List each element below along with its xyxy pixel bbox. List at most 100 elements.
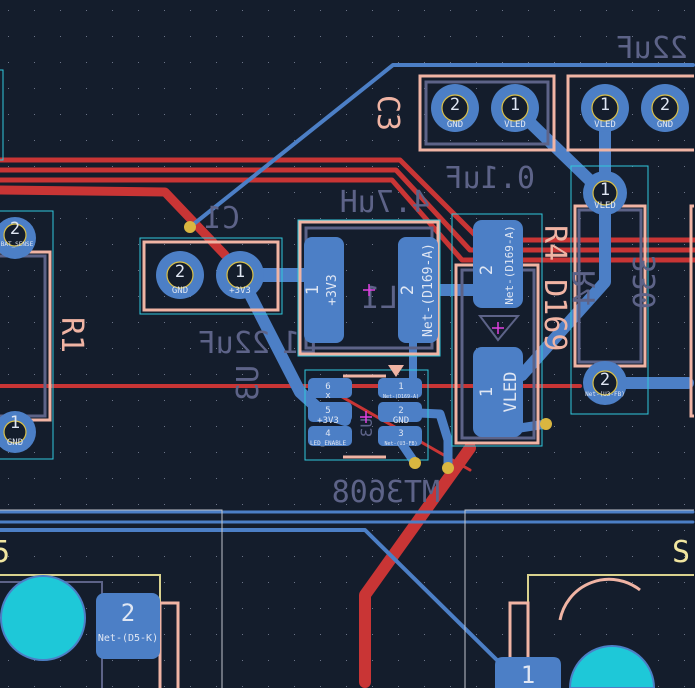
grid-dot: [294, 140, 295, 141]
pad[interactable]: [378, 402, 422, 422]
grid-dot: [294, 62, 295, 63]
grid-dot: [606, 478, 607, 479]
grid-dot: [580, 608, 581, 609]
pad-net: +3V3: [325, 274, 340, 305]
grid-dot: [398, 582, 399, 583]
footprint-s[interactable]: 1 S: [464, 509, 694, 688]
grid-dot: [216, 426, 217, 427]
grid-dot: [8, 686, 9, 687]
grid-dot: [268, 374, 269, 375]
capacitor-22uf[interactable]: 1 VLED 2 GND 22uF: [566, 31, 694, 152]
diode-d169[interactable]: 2 Net-(D169-A) 1 VLED R4 D169: [451, 213, 572, 447]
grid-dot: [216, 608, 217, 609]
grid-dot: [268, 244, 269, 245]
grid-dot: [684, 270, 685, 271]
grid-dot: [86, 244, 87, 245]
grid-dot: [372, 452, 373, 453]
courtyard: [0, 69, 4, 161]
grid-dot: [190, 192, 191, 193]
ref-designator: C3: [370, 95, 405, 131]
pad-number: 4: [325, 429, 330, 439]
diode-symbol: [478, 315, 521, 342]
pad[interactable]: [308, 378, 352, 398]
grid-dot: [424, 192, 425, 193]
grid-dot: [632, 504, 633, 505]
grid-dot: [346, 114, 347, 115]
grid-dot: [8, 660, 9, 661]
grid-dot: [450, 556, 451, 557]
grid-dot: [294, 88, 295, 89]
grid-dot: [320, 218, 321, 219]
trace: [0, 528, 507, 670]
trace: [188, 63, 695, 229]
grid-dot: [684, 10, 685, 11]
resistor-r4[interactable]: 1 VLED 2 Net-(U3-FB) R4 330: [568, 165, 694, 418]
grid-dot: [554, 348, 555, 349]
grid-dot: [554, 244, 555, 245]
grid-dot: [138, 686, 139, 687]
grid-dot: [684, 400, 685, 401]
grid-dot: [112, 374, 113, 375]
drill-hole: [651, 94, 679, 122]
grid-dot: [580, 530, 581, 531]
inductor-l1[interactable]: 1 +3V3 2 Net-(D169-A) L1 4.7uH: [297, 185, 441, 357]
grid-dot: [372, 608, 373, 609]
footprint-d5[interactable]: 2 Net-(D5-K) 5: [0, 509, 223, 688]
grid-dot: [190, 140, 191, 141]
grid-dot: [658, 296, 659, 297]
pad[interactable]: [378, 378, 422, 398]
grid-dot: [112, 62, 113, 63]
grid-dot: [60, 686, 61, 687]
pad-number: 2: [600, 370, 610, 390]
pad: [304, 237, 344, 343]
grid-dot: [580, 452, 581, 453]
grid-dot: [398, 504, 399, 505]
grid-dot: [60, 660, 61, 661]
pad[interactable]: [308, 426, 352, 446]
grid-dot: [658, 10, 659, 11]
grid-dot: [86, 400, 87, 401]
grid-dot: [528, 478, 529, 479]
led-lens: [568, 645, 656, 688]
pad[interactable]: [308, 402, 352, 422]
pad-net: Net-(D169-A): [503, 225, 516, 304]
grid-dot: [372, 114, 373, 115]
grid-dot: [528, 348, 529, 349]
grid-dot: [268, 62, 269, 63]
capacitor-c1[interactable]: 2 GND 1 +3V3 C1 L1 22uF: [139, 201, 318, 361]
grid-dot: [346, 660, 347, 661]
u3-pads: [308, 378, 422, 446]
pad-net: LED_ENABLE: [310, 440, 347, 447]
grid-dot: [216, 374, 217, 375]
grid-dot: [320, 452, 321, 453]
value-label: MT3608: [332, 475, 440, 510]
grid-dot: [502, 10, 503, 11]
grid-dot: [684, 140, 685, 141]
grid-dot: [138, 426, 139, 427]
grid-dot: [684, 426, 685, 427]
grid-dot: [294, 114, 295, 115]
grid-dot: [164, 140, 165, 141]
grid-dot: [294, 504, 295, 505]
grid-dot: [34, 452, 35, 453]
grid-dot: [60, 452, 61, 453]
grid-dot: [60, 218, 61, 219]
grid-dot: [242, 348, 243, 349]
grid-dot: [138, 36, 139, 37]
ic-u3-mt3608[interactable]: 6 x 5 +3V3 4 LED_ENABLE 1 Net-(D169-A) 2…: [231, 365, 440, 510]
grid-dot: [294, 192, 295, 193]
grid-dot: [320, 36, 321, 37]
grid-dot: [60, 478, 61, 479]
led-lens: [0, 575, 86, 661]
grid-dot: [372, 478, 373, 479]
grid-dot: [294, 400, 295, 401]
pad[interactable]: [378, 426, 422, 446]
grid-dot: [60, 62, 61, 63]
grid-dot: [684, 348, 685, 349]
capacitor-c3[interactable]: 2 GND 1 VLED C3 0.1uF: [370, 74, 556, 196]
resistor-r1[interactable]: 2 BAT_SENSE 1 GND R1: [0, 210, 89, 460]
drill-hole: [501, 94, 529, 122]
ref-designator: U3: [357, 418, 376, 437]
grid-dot: [34, 686, 35, 687]
